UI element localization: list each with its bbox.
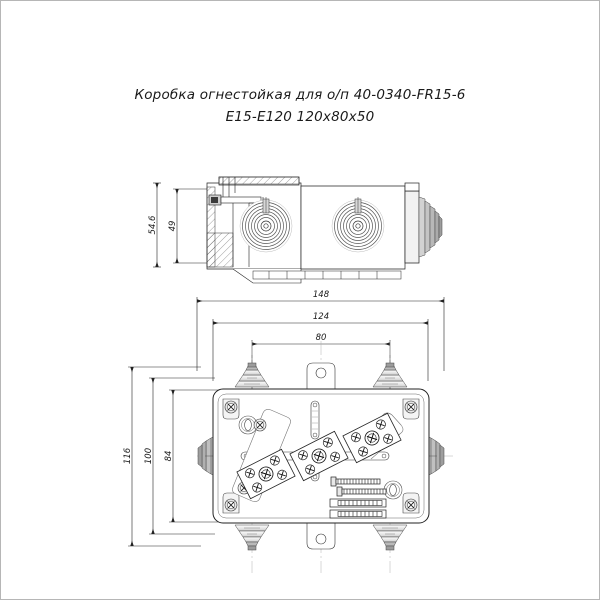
cable-gland-top-left	[234, 362, 270, 388]
side-body-outline	[206, 176, 420, 270]
accessory-dowel-2	[329, 509, 387, 519]
corner-screw-bottom-right	[402, 492, 420, 514]
side-base-strip	[252, 270, 402, 280]
dimension-124	[212, 319, 429, 381]
cable-gland-bottom-left	[234, 524, 270, 551]
dimension-49	[173, 188, 209, 264]
dimension-84	[169, 389, 227, 523]
accessory-screw-2	[336, 486, 387, 497]
dimension-148	[196, 297, 445, 371]
grommet-ring-left	[238, 415, 258, 435]
side-knockout-1	[239, 197, 293, 253]
dimension-label-84: 84	[164, 451, 174, 462]
mounting-tab-bottom	[306, 520, 336, 550]
side-knockout-2	[331, 197, 385, 253]
dimension-54-6	[153, 182, 161, 268]
side-section-hatch	[206, 176, 300, 268]
mounting-tab-top	[306, 362, 336, 392]
cable-gland-bottom-right	[372, 524, 408, 551]
corner-screw-bottom-left	[222, 492, 240, 514]
drawing-title-line-1: Коробка огнестойкая для о/п 40-0340-FR15…	[134, 87, 466, 103]
plan-bottom-view: 148 124 80	[123, 290, 453, 573]
dimension-label-148: 148	[313, 290, 330, 300]
corner-screw-top-right	[402, 398, 420, 420]
dimension-label-100: 100	[144, 448, 154, 464]
grommet-ring-right	[383, 480, 403, 500]
accessory-screw-1	[330, 476, 381, 487]
side-cable-gland-right	[418, 196, 443, 258]
dimension-label-54-6: 54.6	[148, 215, 158, 235]
dimension-label-124: 124	[313, 312, 329, 322]
dimension-label-80: 80	[316, 333, 327, 343]
side-elevation-view: 54.6 49	[148, 176, 443, 284]
accessory-dowel-1	[329, 498, 387, 508]
plate-screw-upper	[253, 418, 267, 432]
drawing-title-line-2: E15-E120 120x80x50	[225, 109, 375, 125]
dimension-100	[149, 377, 215, 535]
dimension-label-49: 49	[168, 221, 178, 232]
cable-gland-top-right	[372, 362, 408, 388]
terminal-block-2	[289, 430, 349, 482]
dimension-label-116: 116	[123, 447, 133, 464]
slot-vertical-upper	[310, 400, 320, 440]
corner-screw-top-left	[222, 398, 240, 420]
dimension-116	[128, 366, 201, 547]
terminal-block-1	[236, 448, 296, 500]
terminal-block-3	[342, 412, 402, 464]
